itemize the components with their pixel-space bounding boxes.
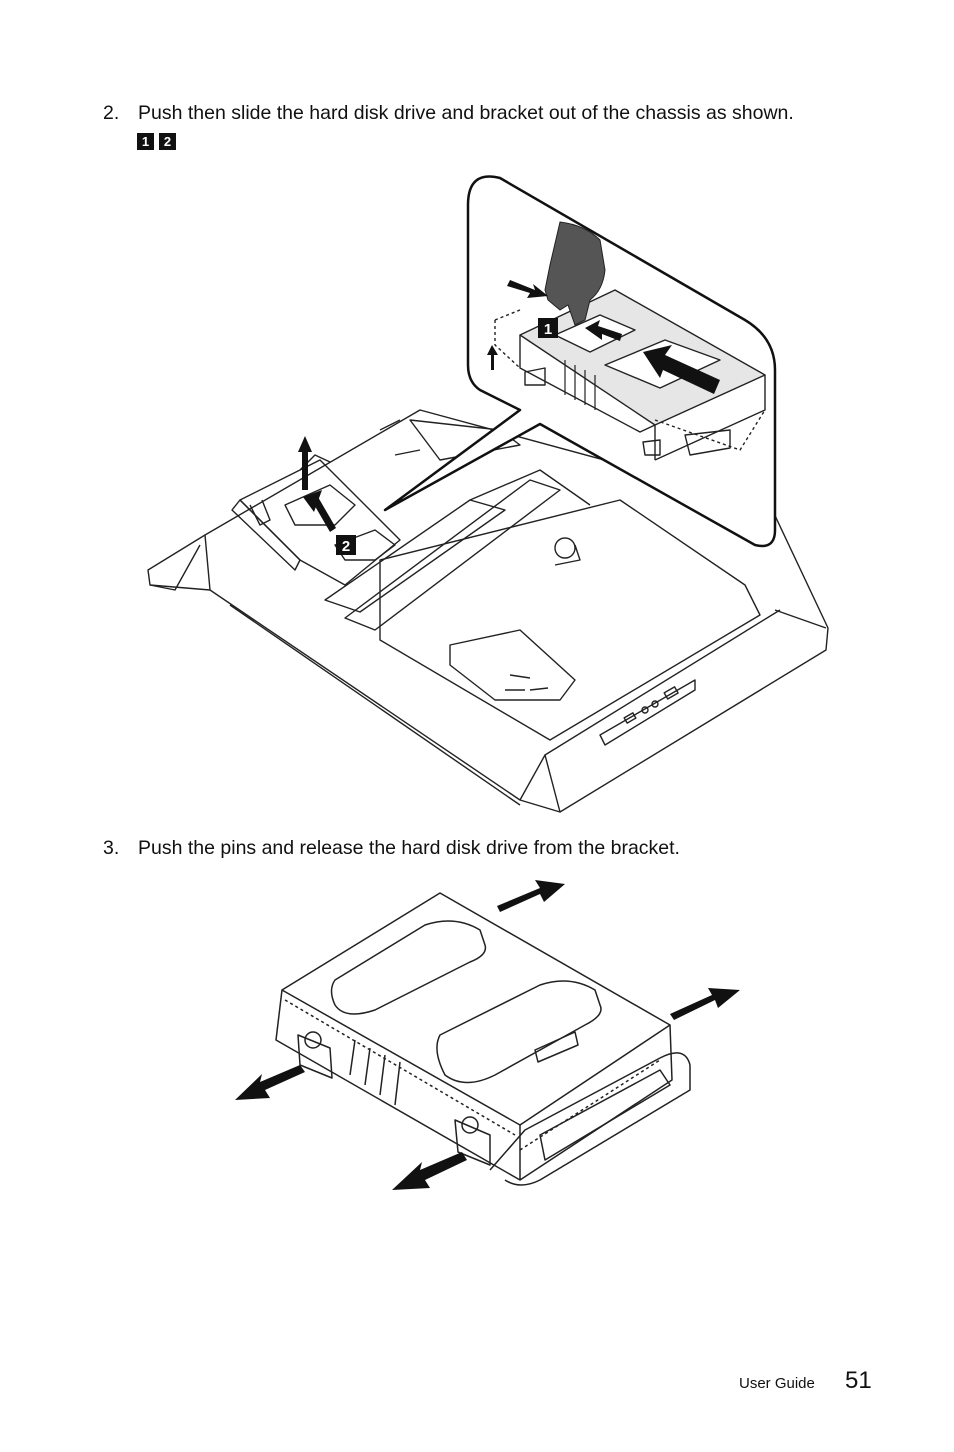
callout-2-label: 2	[342, 538, 350, 555]
step-number: 3.	[103, 837, 120, 859]
callout-badge-1: 1	[137, 133, 154, 150]
side-ports	[599, 679, 696, 746]
callout-badge-2: 2	[159, 133, 176, 150]
callout-1-label: 1	[544, 321, 552, 338]
step-callout-badges: 1 2	[137, 133, 176, 150]
chassis-outline	[204, 409, 829, 813]
chassis-rear-panel	[379, 499, 761, 741]
arrow-bottom	[392, 1152, 467, 1190]
page-number: 51	[845, 1367, 872, 1394]
arrow-top	[497, 880, 565, 912]
step-text: Push then slide the hard disk drive and …	[138, 102, 794, 124]
slide-arrow-bracket	[303, 490, 336, 532]
push-arrows	[487, 280, 720, 394]
pin-right	[454, 1119, 491, 1166]
figure-remove-drive-from-chassis: 2 1	[147, 175, 829, 813]
lift-arrow	[298, 436, 312, 490]
step-text: Push the pins and release the hard disk …	[138, 837, 680, 859]
rear-bracket-arm	[489, 1052, 691, 1186]
stand-arm	[324, 499, 506, 613]
footer-label: User Guide	[739, 1375, 815, 1392]
arrow-left	[235, 1065, 305, 1100]
release-arrows	[235, 880, 740, 1190]
arrow-right	[670, 988, 740, 1020]
large-slide-arrow	[643, 345, 720, 394]
step-number: 2.	[103, 102, 120, 124]
hand-illustration	[544, 221, 606, 326]
bracket-window-right	[436, 980, 602, 1084]
bracket-window-left	[330, 920, 487, 1015]
io-port-well	[449, 629, 576, 701]
